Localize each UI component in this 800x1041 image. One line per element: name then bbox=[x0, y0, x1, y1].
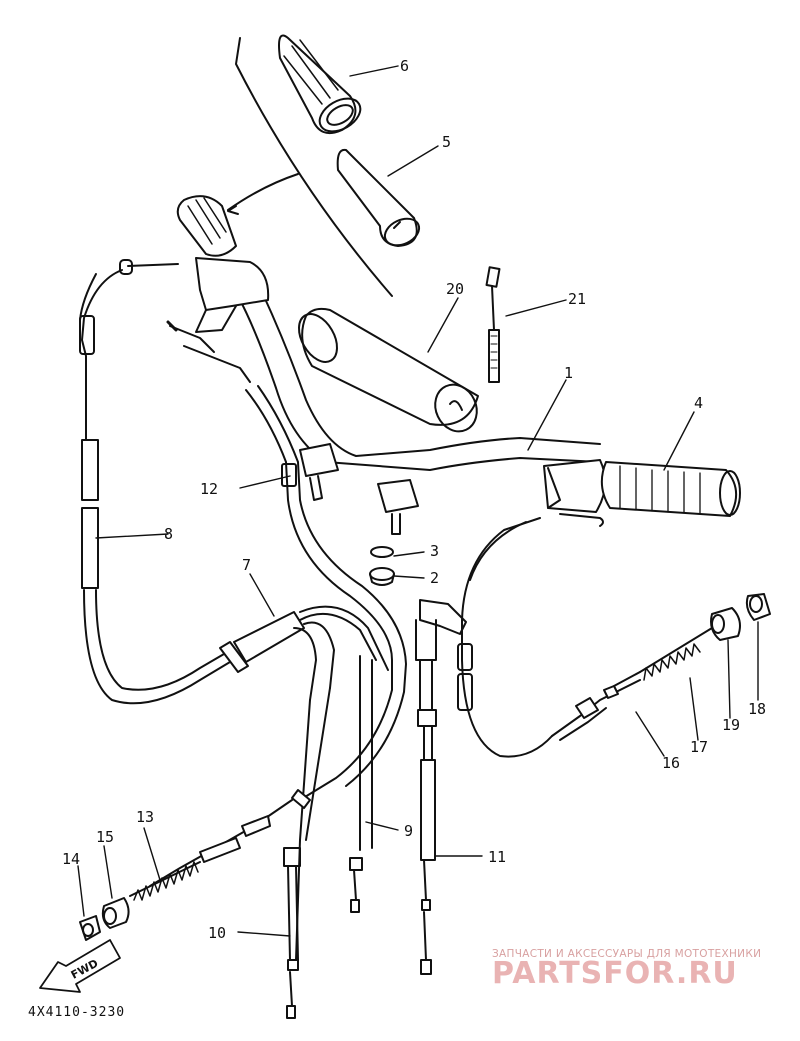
right-grip-part-4 bbox=[543, 459, 741, 527]
callout-2: 2 bbox=[430, 569, 439, 587]
part-callouts: 6 5 20 21 1 4 12 8 7 3 2 9 10 11 13 15 1… bbox=[62, 57, 766, 942]
cable-part-11 bbox=[415, 599, 467, 975]
strap-part-21 bbox=[485, 266, 501, 383]
callout-11: 11 bbox=[488, 848, 506, 866]
callout-18: 18 bbox=[748, 700, 766, 718]
spring-part-17 bbox=[639, 627, 713, 681]
grip-tube-part-20 bbox=[298, 307, 479, 433]
spring-part-13 bbox=[129, 861, 201, 901]
callout-13: 13 bbox=[136, 808, 154, 826]
callout-16: 16 bbox=[662, 754, 680, 772]
callout-12: 12 bbox=[200, 480, 218, 498]
callout-19: 19 bbox=[722, 716, 740, 734]
callout-7: 7 bbox=[242, 556, 251, 574]
nut-part-19 bbox=[710, 607, 741, 641]
sleeve-part-5 bbox=[336, 148, 421, 247]
nut-part-15 bbox=[101, 897, 130, 929]
fwd-arrow: FWD bbox=[39, 939, 121, 993]
cable-part-10 bbox=[283, 687, 331, 1019]
callout-4: 4 bbox=[694, 394, 703, 412]
inset-bracket bbox=[227, 37, 393, 297]
callout-20: 20 bbox=[446, 280, 464, 298]
callout-3: 3 bbox=[430, 542, 439, 560]
callout-21: 21 bbox=[568, 290, 586, 308]
callout-5: 5 bbox=[442, 133, 451, 151]
cable-part-8 bbox=[79, 259, 231, 705]
callout-17: 17 bbox=[690, 738, 708, 756]
callout-6: 6 bbox=[400, 57, 409, 75]
callout-14: 14 bbox=[62, 850, 80, 868]
callout-10: 10 bbox=[208, 924, 226, 942]
callout-8: 8 bbox=[164, 525, 173, 543]
callout-1: 1 bbox=[564, 364, 573, 382]
callout-15: 15 bbox=[96, 828, 114, 846]
callout-9: 9 bbox=[404, 822, 413, 840]
nut-part-14 bbox=[79, 915, 101, 941]
nut-part-18 bbox=[745, 593, 771, 621]
cable-part-16 bbox=[457, 517, 641, 758]
handlebar-clamps bbox=[299, 443, 419, 586]
cable-part-7 bbox=[219, 605, 389, 701]
watermark-subtitle: ЗАПЧАСТИ И АКСЕССУАРЫ ДЛЯ МОТОТЕХНИКИ bbox=[492, 948, 762, 960]
cable-part-9 bbox=[349, 655, 373, 913]
leader-lines bbox=[77, 65, 759, 937]
drawing-code: 4X4110-3230 bbox=[28, 1005, 126, 1020]
watermark-brand: PARTSFOR.RU bbox=[492, 956, 738, 991]
left-grip-assembly bbox=[166, 195, 270, 383]
grip-part-6 bbox=[278, 34, 362, 134]
